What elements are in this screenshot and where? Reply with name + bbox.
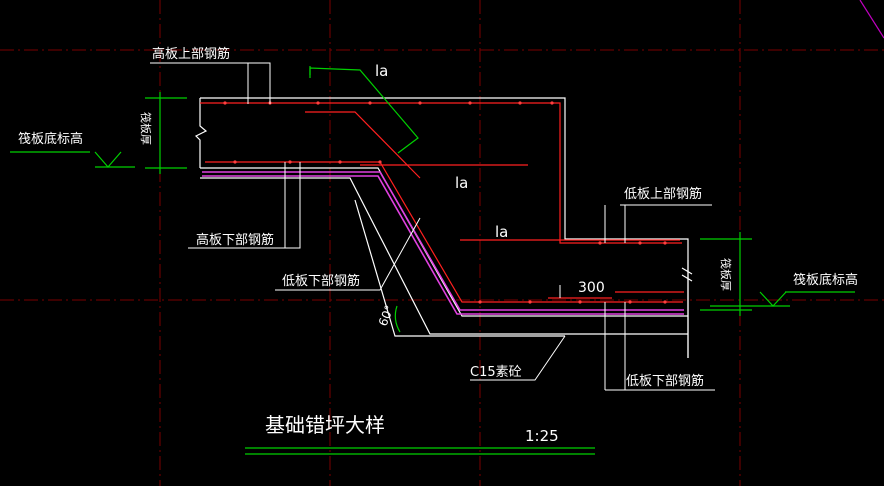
thickness-right-label: 筏板厚 [719, 258, 733, 291]
distribution-bars [202, 171, 684, 315]
c15-concrete-label: C15素砼 [470, 365, 522, 380]
la-top-label: la [375, 62, 388, 80]
low-bottom-rebar-right-label: 低板下部钢筋 [626, 373, 704, 389]
raft-bottom-elevation-right-label: 筏板底标高 [793, 272, 858, 288]
la-mid-label: la [455, 174, 468, 192]
dimension-300-label: 300 [578, 280, 605, 296]
la-low-label: la [495, 223, 508, 241]
drawing-scale: 1:25 [525, 427, 559, 445]
leader-lines [150, 62, 715, 391]
drawing-labels: 高板上部钢筋 高板下部钢筋 低板上部钢筋 低板下部钢筋 低板下部钢筋 筏板底标高… [18, 46, 858, 445]
magenta-corner-line [859, 0, 884, 39]
dimension-lines [10, 66, 855, 455]
drawing-title: 基础错坪大样 [265, 413, 385, 437]
thickness-left-label: 筏板厚 [139, 112, 153, 145]
high-top-rebar-label: 高板上部钢筋 [152, 46, 230, 62]
rebar-dots [223, 101, 667, 304]
low-top-rebar-label: 低板上部钢筋 [624, 186, 702, 202]
high-bottom-rebar-label: 高板下部钢筋 [196, 232, 274, 248]
rebar-lines [200, 102, 684, 303]
low-bottom-rebar-left-label: 低板下部钢筋 [282, 273, 360, 289]
concrete-outline [194, 97, 693, 358]
raft-bottom-elevation-left-label: 筏板底标高 [18, 131, 83, 147]
angle-label: 60° [376, 303, 397, 328]
